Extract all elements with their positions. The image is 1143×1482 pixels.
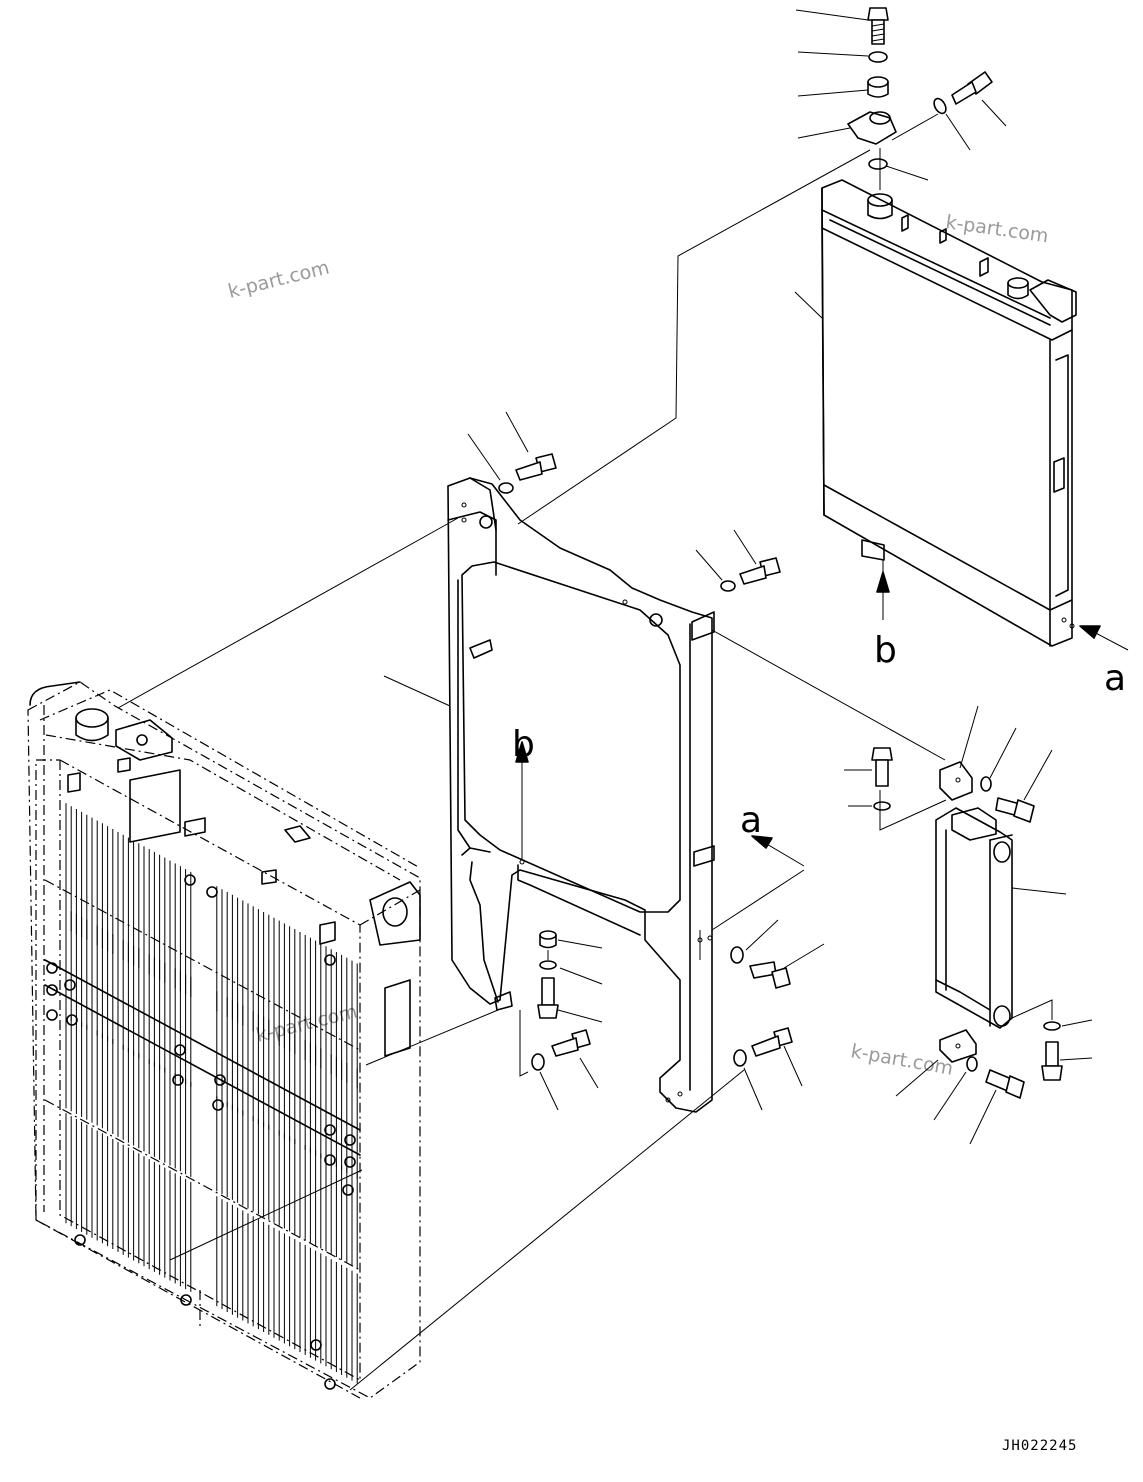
aftercooler-washer-bottom [966, 1056, 978, 1072]
frame-top-washer [498, 482, 514, 494]
frame-window [461, 561, 681, 913]
aftercooler-bolt-bottom [985, 1069, 1025, 1099]
lower-washer-2 [531, 1053, 545, 1071]
mounting-frame [447, 477, 715, 1113]
watermark-4: k-part.com [849, 1040, 955, 1080]
washer-top-right [933, 97, 947, 115]
frame-right-washer [720, 580, 736, 592]
frame-mid-bolt [749, 961, 791, 989]
radiator-fins [65, 803, 358, 1384]
view-labels: b b a a [512, 630, 1126, 841]
side-bolt-top [951, 71, 993, 105]
aftercooler-bolt-vertical [871, 747, 893, 787]
frame-top-bolt [515, 453, 557, 481]
aftercooler-washer-vertical [873, 801, 891, 811]
frame-outline [447, 477, 713, 1113]
aftercooler-body [935, 807, 1013, 1029]
washer-oil-cooler [868, 158, 888, 170]
aftercooler-washer-top [980, 776, 992, 792]
radiator-core [27, 681, 421, 1399]
aftercooler-bolt-top [995, 797, 1035, 823]
watermark-1: k-part.com [226, 256, 332, 302]
view-label-a-frame: a [740, 800, 762, 841]
top-bracket [847, 111, 897, 145]
leader-lines [117, 9, 1129, 1391]
oil-cooler-body [821, 179, 1073, 647]
top-washer [868, 51, 888, 63]
view-label-b-oil-cooler: b [874, 630, 897, 671]
right-washer [1043, 1021, 1061, 1031]
frame-mid-washer [730, 946, 744, 964]
frame-bottom-washer [733, 1049, 747, 1067]
top-bolt [867, 7, 889, 45]
aftercooler-bracket-top [939, 761, 973, 801]
watermark-3: k-part.com [254, 1000, 360, 1046]
right-bolt [1041, 1041, 1063, 1081]
lower-spacer [539, 930, 557, 949]
frame-right-bolt [739, 557, 781, 585]
drawing-number: JH022245 [1002, 1438, 1077, 1454]
fasteners [498, 7, 1063, 1099]
view-label-b-frame: b [512, 724, 535, 765]
aftercooler-bracket-bottom [939, 1029, 977, 1063]
lower-bolt-angled [551, 1029, 591, 1057]
view-label-a-oil-cooler: a [1104, 658, 1126, 699]
top-spacer [867, 76, 889, 98]
frame-bottom-bolt [751, 1027, 793, 1057]
aftercooler [935, 807, 1013, 1029]
lower-bolt-vertical [537, 977, 559, 1019]
radiator-outline [27, 681, 421, 1399]
radiator-bolts [46, 874, 356, 1390]
radiator-filler-neck [75, 708, 109, 742]
lower-washer-1 [539, 960, 557, 970]
oil-cooler [821, 179, 1077, 647]
